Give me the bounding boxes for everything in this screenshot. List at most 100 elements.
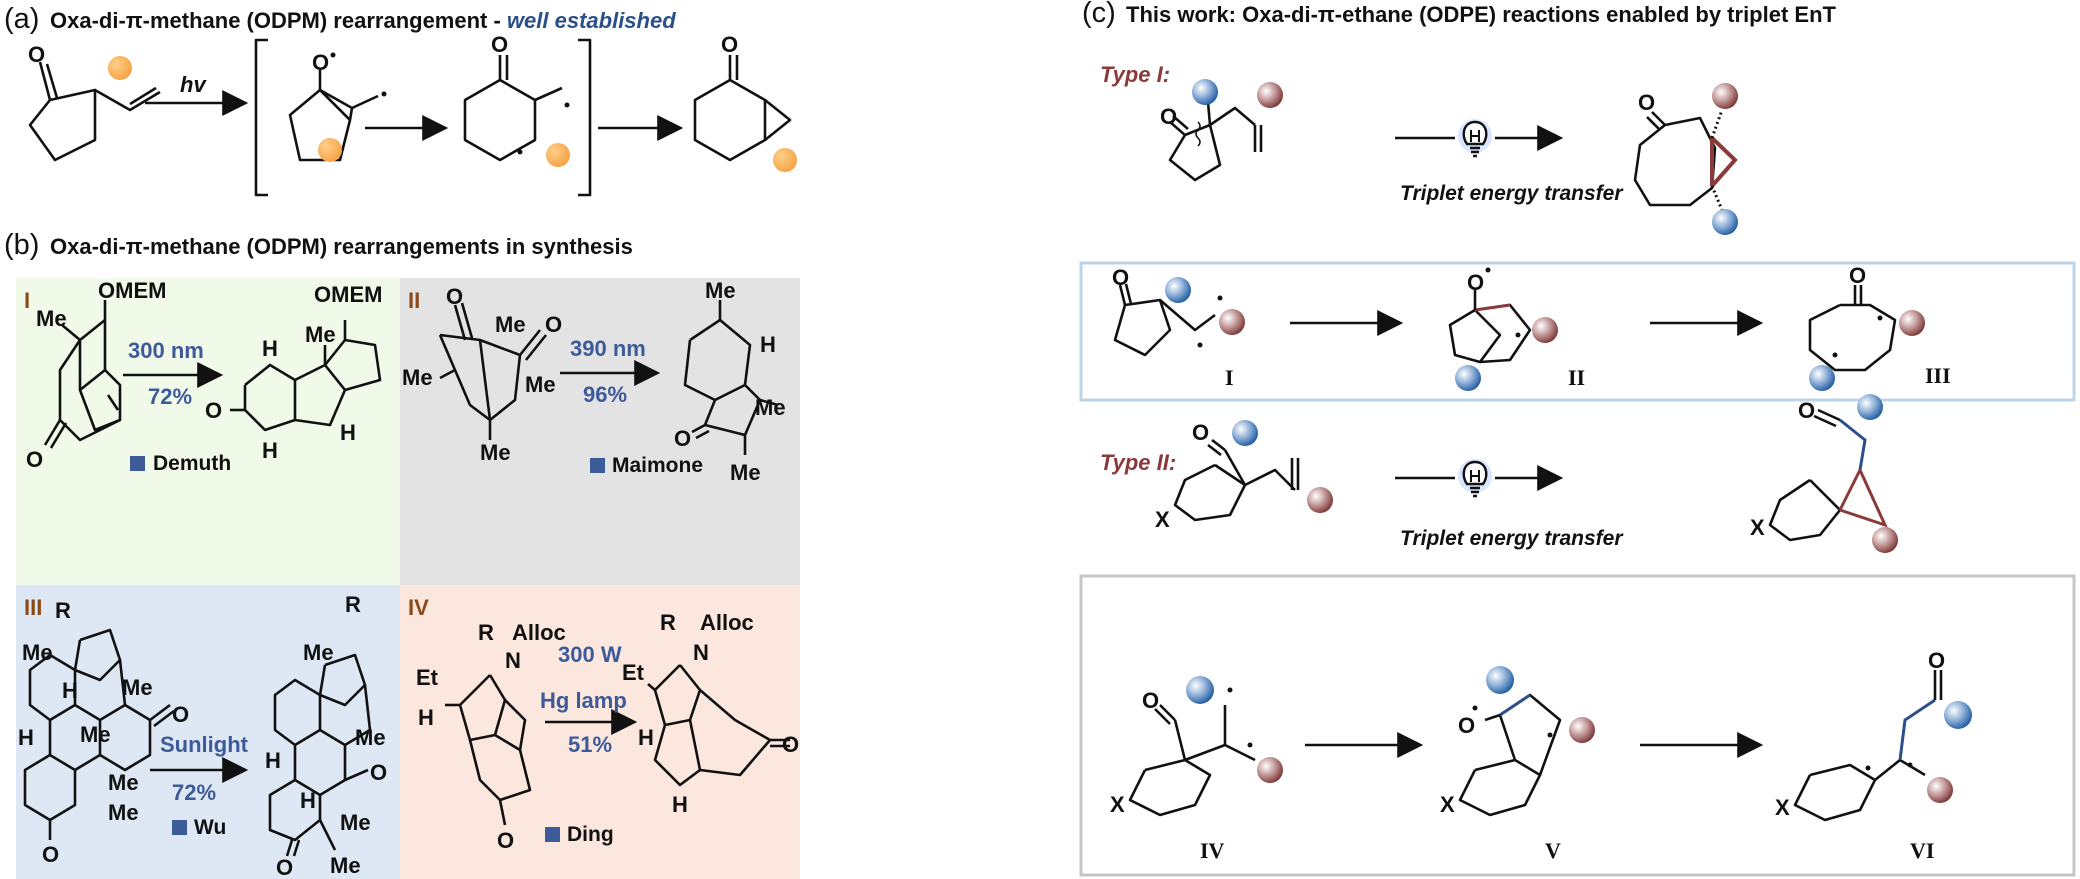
atom-label: O	[276, 855, 293, 879]
atom-label: H	[262, 336, 278, 361]
atom-label: O	[674, 426, 691, 451]
atom-label: O	[721, 32, 738, 57]
author-bullet	[172, 820, 187, 835]
yield-label: 72%	[148, 384, 192, 409]
intermediate-label: III	[1925, 363, 1951, 388]
example-label: IV	[408, 595, 429, 620]
atom-label: Me	[355, 725, 386, 750]
atom-label: O	[370, 760, 387, 785]
atom-label: O	[497, 828, 514, 853]
panel-a: (a) Oxa-di-π-methane (ODPM) rearrangemen…	[4, 3, 797, 197]
blue-substituent-ball	[1165, 277, 1191, 303]
atom-label: N	[505, 648, 521, 673]
panel-b: (b) Oxa-di-π-methane (ODPM) rearrangemen…	[4, 229, 800, 879]
red-substituent-ball	[1872, 527, 1898, 553]
atom-label: O	[782, 732, 799, 757]
panel-a-title: Oxa-di-π-methane (ODPM) rearrangement - …	[50, 8, 676, 33]
atom-label: H	[265, 748, 281, 773]
atom-label: O	[1928, 648, 1945, 673]
atom-label: Me	[330, 853, 361, 878]
blue-substituent-ball	[1192, 79, 1218, 105]
author-bullet	[545, 827, 560, 842]
atom-label: O	[446, 284, 463, 309]
author-label: Ding	[567, 823, 614, 846]
atom-label: R	[478, 620, 494, 645]
panel-b-i-background	[16, 278, 400, 585]
condition-label: 300 W	[558, 642, 622, 667]
red-substituent-ball	[1307, 487, 1333, 513]
intermediate-label: VI	[1910, 838, 1934, 863]
atom-label: H	[760, 332, 776, 357]
atom-label: X	[1440, 792, 1455, 817]
atom-label: X	[1110, 792, 1125, 817]
orange-substituent-ball	[108, 56, 132, 80]
atom-label: H	[638, 725, 654, 750]
panel-c-title: This work: Oxa-di-π-ethane (ODPE) reacti…	[1126, 2, 1837, 27]
atom-label: O	[1467, 270, 1484, 295]
atom-label: O	[28, 42, 45, 67]
atom-label: Alloc	[700, 610, 754, 635]
intermediate-v: O X V	[1440, 666, 1595, 863]
atom-label: Me	[480, 440, 511, 465]
intermediate-label: V	[1545, 838, 1561, 863]
cyclohexanone-diradical: O	[463, 32, 570, 167]
light-bulb-icon	[1456, 457, 1494, 498]
intermediate-iii: O III	[1808, 263, 1951, 391]
example-iv-ding: IV R Alloc Et N H O 300 W Hg lamp 51% R …	[408, 595, 799, 853]
atom-label: O	[1849, 263, 1866, 288]
atom-label: H	[672, 792, 688, 817]
atom-label: OMEM	[314, 282, 382, 307]
atom-label: O	[1112, 265, 1129, 290]
atom-label: Me	[305, 322, 336, 347]
atom-label: O	[26, 447, 43, 472]
blue-substituent-ball	[1486, 666, 1514, 694]
intermediate-ii: O II	[1448, 267, 1585, 391]
yield-label: 51%	[568, 732, 612, 757]
blue-substituent-ball	[1455, 365, 1481, 391]
intermediate-label: I	[1225, 365, 1234, 390]
atom-label: O	[1638, 90, 1655, 115]
atom-label: O	[1192, 420, 1209, 445]
atom-label: H	[262, 438, 278, 463]
atom-label: O	[491, 32, 508, 57]
red-substituent-ball	[1712, 83, 1738, 109]
red-substituent-ball	[1257, 757, 1283, 783]
panel-a-title-text: Oxa-di-π-methane (ODPM) rearrangement -	[50, 8, 507, 33]
orange-substituent-ball	[318, 138, 342, 162]
red-substituent-ball	[1532, 317, 1558, 343]
cyclopropyloxy-diradical: O	[288, 50, 387, 162]
red-substituent-ball	[1899, 310, 1925, 336]
type-i-product: O	[1633, 83, 1738, 235]
yield-label: 96%	[583, 382, 627, 407]
panel-c: (c) This work: Oxa-di-π-ethane (ODPE) re…	[1079, 0, 2076, 877]
atom-label: Me	[80, 722, 111, 747]
intermediate-label: IV	[1200, 838, 1225, 863]
condition-label: 300 nm	[128, 338, 204, 363]
atom-label: Me	[303, 640, 334, 665]
orange-substituent-ball	[773, 148, 797, 172]
atom-label: O	[312, 50, 329, 75]
condition-label-2: Hg lamp	[540, 688, 627, 713]
author-bullet	[590, 458, 605, 473]
example-i-demuth: I OMEM Me O 300 nm 72% OMEM H Me O H	[24, 278, 382, 475]
panel-b-title: Oxa-di-π-methane (ODPM) rearrangements i…	[50, 234, 633, 259]
atom-label: Et	[622, 660, 645, 685]
light-bulb-icon	[1456, 117, 1494, 158]
atom-label: Me	[108, 800, 139, 825]
blue-substituent-ball	[1857, 394, 1883, 420]
example-ii-maimone: II O Me O Me Me Me 390 nm 96% Me H O	[402, 278, 786, 485]
panel-c-letter: (c)	[1082, 0, 1116, 29]
intermediate-vi: O X VI	[1775, 648, 1972, 863]
intermediate-label: II	[1568, 365, 1585, 390]
panel-a-letter: (a)	[4, 3, 39, 35]
panel-b-iii-background	[16, 585, 400, 879]
blue-substituent-ball	[1232, 420, 1258, 446]
atom-label: O	[42, 842, 59, 867]
atom-label: O	[172, 702, 189, 727]
atom-label: R	[345, 592, 361, 617]
panel-b-letter: (b)	[4, 229, 39, 261]
atom-label: Me	[755, 395, 786, 420]
atom-label: Me	[122, 675, 153, 700]
atom-label: Alloc	[512, 620, 566, 645]
